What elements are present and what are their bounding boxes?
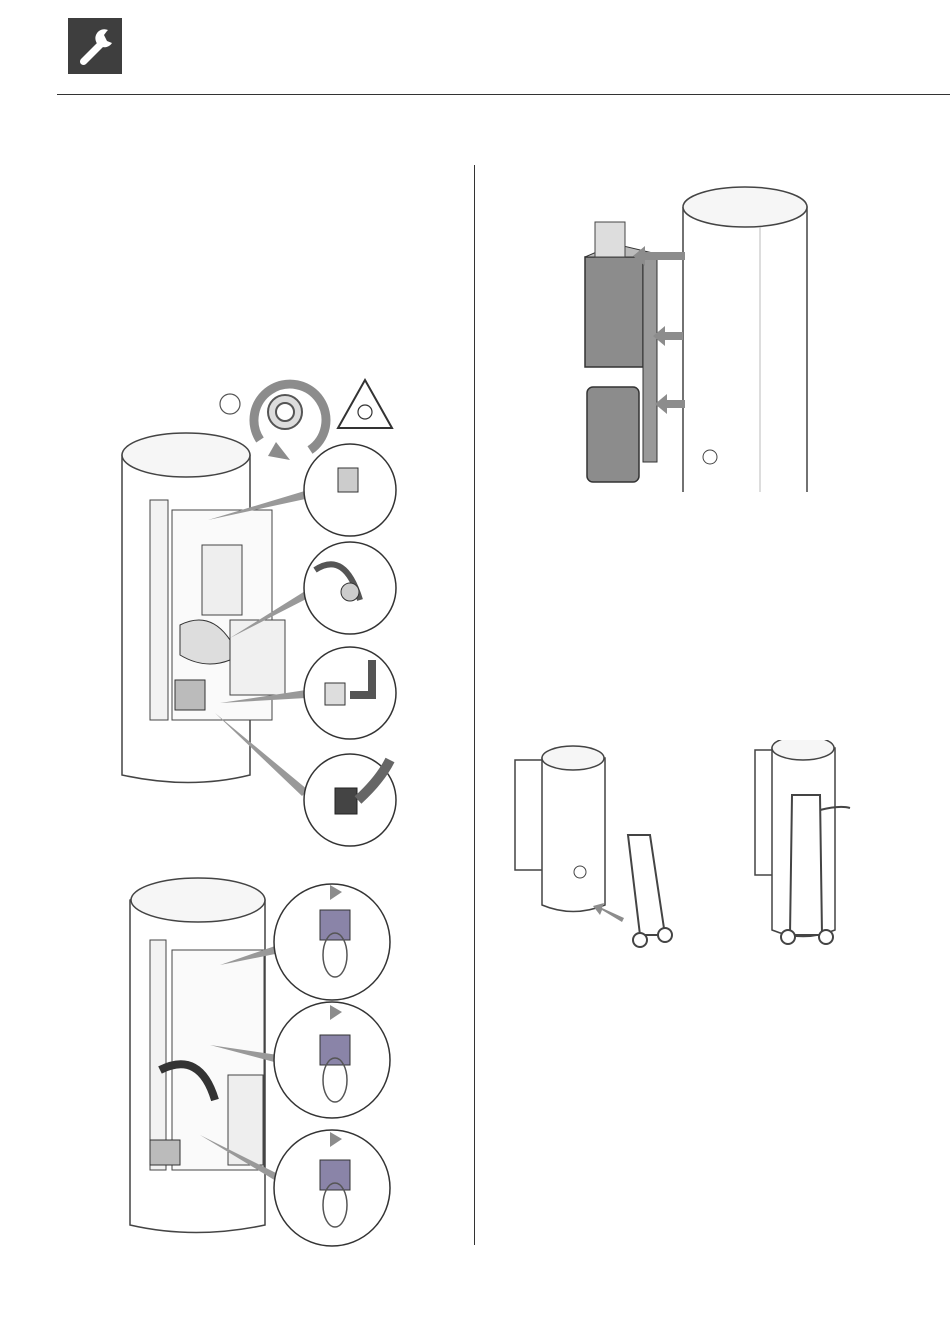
plug-cap-3 bbox=[274, 1130, 390, 1246]
rotate-arrow-icon bbox=[254, 384, 326, 460]
figure-remove-cabinet bbox=[575, 182, 825, 492]
wrench-icon bbox=[68, 18, 122, 74]
marker-circle bbox=[220, 394, 240, 414]
callout-3 bbox=[304, 647, 396, 739]
callout-4 bbox=[304, 754, 396, 846]
plug-cap-1 bbox=[274, 884, 390, 1000]
column-divider bbox=[474, 165, 475, 1245]
hand-truck-left bbox=[628, 835, 672, 947]
callout-1 bbox=[304, 444, 396, 536]
header-rule bbox=[57, 94, 950, 95]
plug-cap-2 bbox=[274, 1002, 390, 1118]
figure-hand-truck bbox=[510, 740, 870, 960]
figure-plug-caps bbox=[120, 870, 400, 1250]
callout-2 bbox=[304, 542, 396, 634]
figure-pipe-fittings bbox=[110, 370, 410, 850]
hot-surface-warning-icon bbox=[338, 380, 392, 428]
